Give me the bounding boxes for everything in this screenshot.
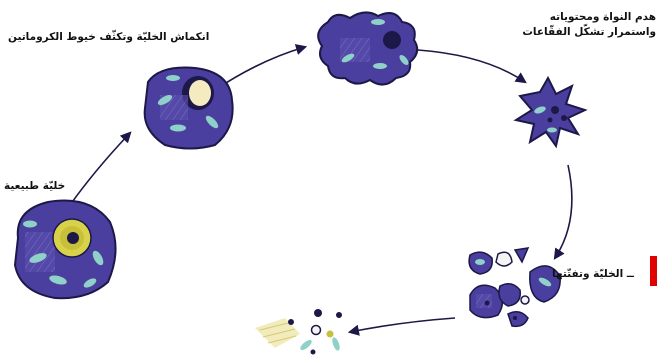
arrow-icon [214, 44, 308, 91]
label-fragmentation: ــ الخليّة وتفتّتها [552, 268, 635, 280]
arrow-icon [553, 164, 573, 260]
arrow-icon [347, 317, 456, 336]
nuclear-breakdown-cell-icon [513, 75, 588, 149]
label-nucleus-breakdown-line2: واستمرار تشكّل الفقّاعات [522, 26, 656, 38]
arrow-icon [417, 49, 527, 84]
label-nucleus-breakdown: هدم النواة ومحتوياته واستمرار تشكّل الفق… [514, 10, 656, 40]
red-highlight-mark [650, 256, 657, 286]
label-nucleus-breakdown-line1: هدم النواة ومحتوياته [549, 11, 656, 23]
arrow-icon [69, 131, 132, 206]
label-cell-shrinkage: انكماش الخليّة وتكثّف خيوط الكروماتين [8, 31, 210, 43]
label-normal-cell: خليّة طبيعية [4, 180, 66, 192]
normal-cell-icon [13, 199, 117, 300]
blebbing-cell-icon [317, 11, 419, 86]
fragmented-cell-icon [468, 247, 561, 328]
debris-icon [255, 309, 342, 355]
shrinking-cell-icon [143, 66, 234, 150]
